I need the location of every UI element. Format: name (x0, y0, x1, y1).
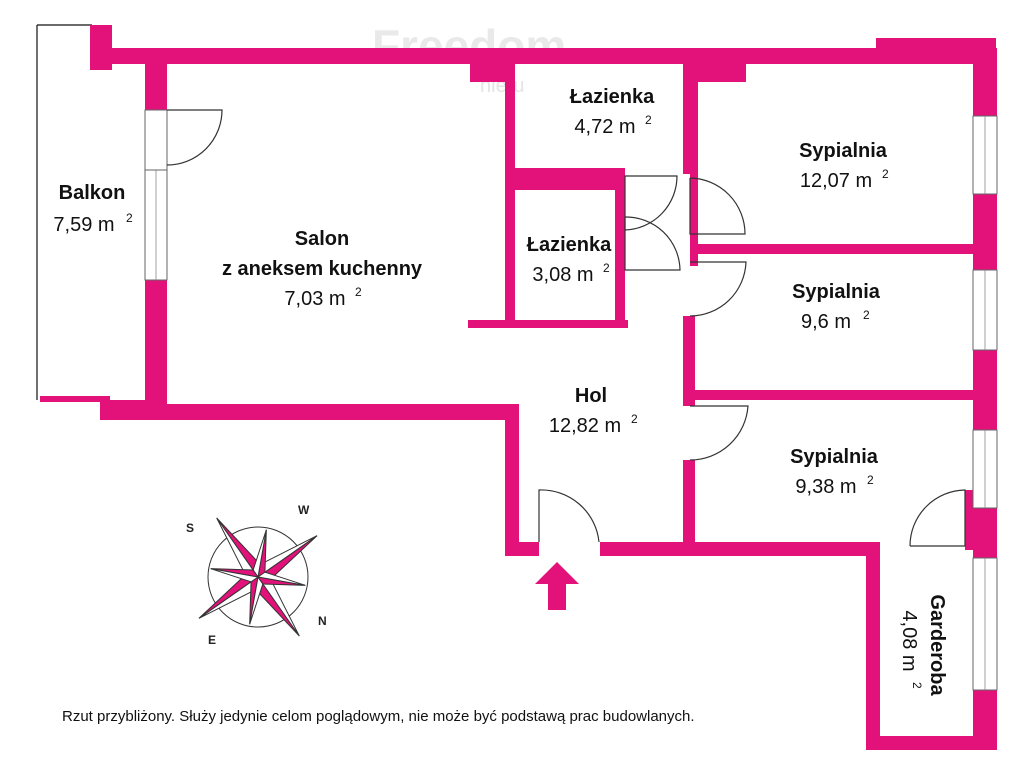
compass-e: E (208, 633, 216, 647)
room-area-unit-salon: 2 (355, 285, 362, 299)
room-area-unit-hol: 2 (631, 412, 638, 426)
room-name-lazienka-2: Łazienka (527, 234, 612, 256)
balcony-outline (36, 24, 92, 400)
walls (40, 25, 997, 750)
room-area-lazienka-1: 4,72 m (574, 116, 635, 138)
room-name-salon: Salon (295, 228, 349, 250)
room-area-salon: 7,03 m (284, 288, 345, 310)
room-area-unit-sypialnia-1: 2 (882, 167, 889, 181)
room-area-unit-garderoba: 2 (910, 682, 924, 689)
compass-rose-icon (198, 517, 318, 637)
room-name-sypialnia-3: Sypialnia (790, 446, 879, 468)
room-area-unit-balkon: 2 (126, 211, 133, 225)
room-area-unit-sypialnia-2: 2 (863, 308, 870, 322)
room-area-sypialnia-2: 9,6 m (801, 311, 851, 333)
room-name-garderoba: Garderoba (926, 594, 948, 696)
disclaimer-text: Rzut przybliżony. Służy jedynie celom po… (62, 708, 695, 725)
windows (144, 115, 998, 691)
room-name-sypialnia-1: Sypialnia (799, 140, 888, 162)
compass-w: W (298, 503, 310, 517)
room-area-balkon: 7,59 m (53, 214, 114, 236)
doors (144, 109, 966, 547)
room-area-unit-lazienka-2: 2 (603, 261, 610, 275)
room-area-unit-sypialnia-3: 2 (867, 473, 874, 487)
room-area-garderoba: 4,08 m (898, 610, 920, 671)
room-area-hol: 12,82 m (549, 415, 621, 437)
room-area-unit-lazienka-1: 2 (645, 113, 652, 127)
compass-s: S (186, 521, 194, 535)
compass-n: N (318, 614, 327, 628)
room-area-sypialnia-3: 9,38 m (795, 476, 856, 498)
room-name-lazienka-1: Łazienka (570, 86, 655, 108)
room-area-sypialnia-1: 12,07 m (800, 170, 872, 192)
room-name-balkon: Balkon (59, 182, 126, 204)
entrance-arrow-icon (535, 562, 579, 610)
room-name-sypialnia-2: Sypialnia (792, 281, 881, 303)
room-name-hol: Hol (575, 385, 607, 407)
room-name-salon-line2: z aneksem kuchenny (222, 258, 423, 280)
watermark-logo: Freedom (372, 20, 566, 72)
room-area-lazienka-2: 3,08 m (532, 264, 593, 286)
